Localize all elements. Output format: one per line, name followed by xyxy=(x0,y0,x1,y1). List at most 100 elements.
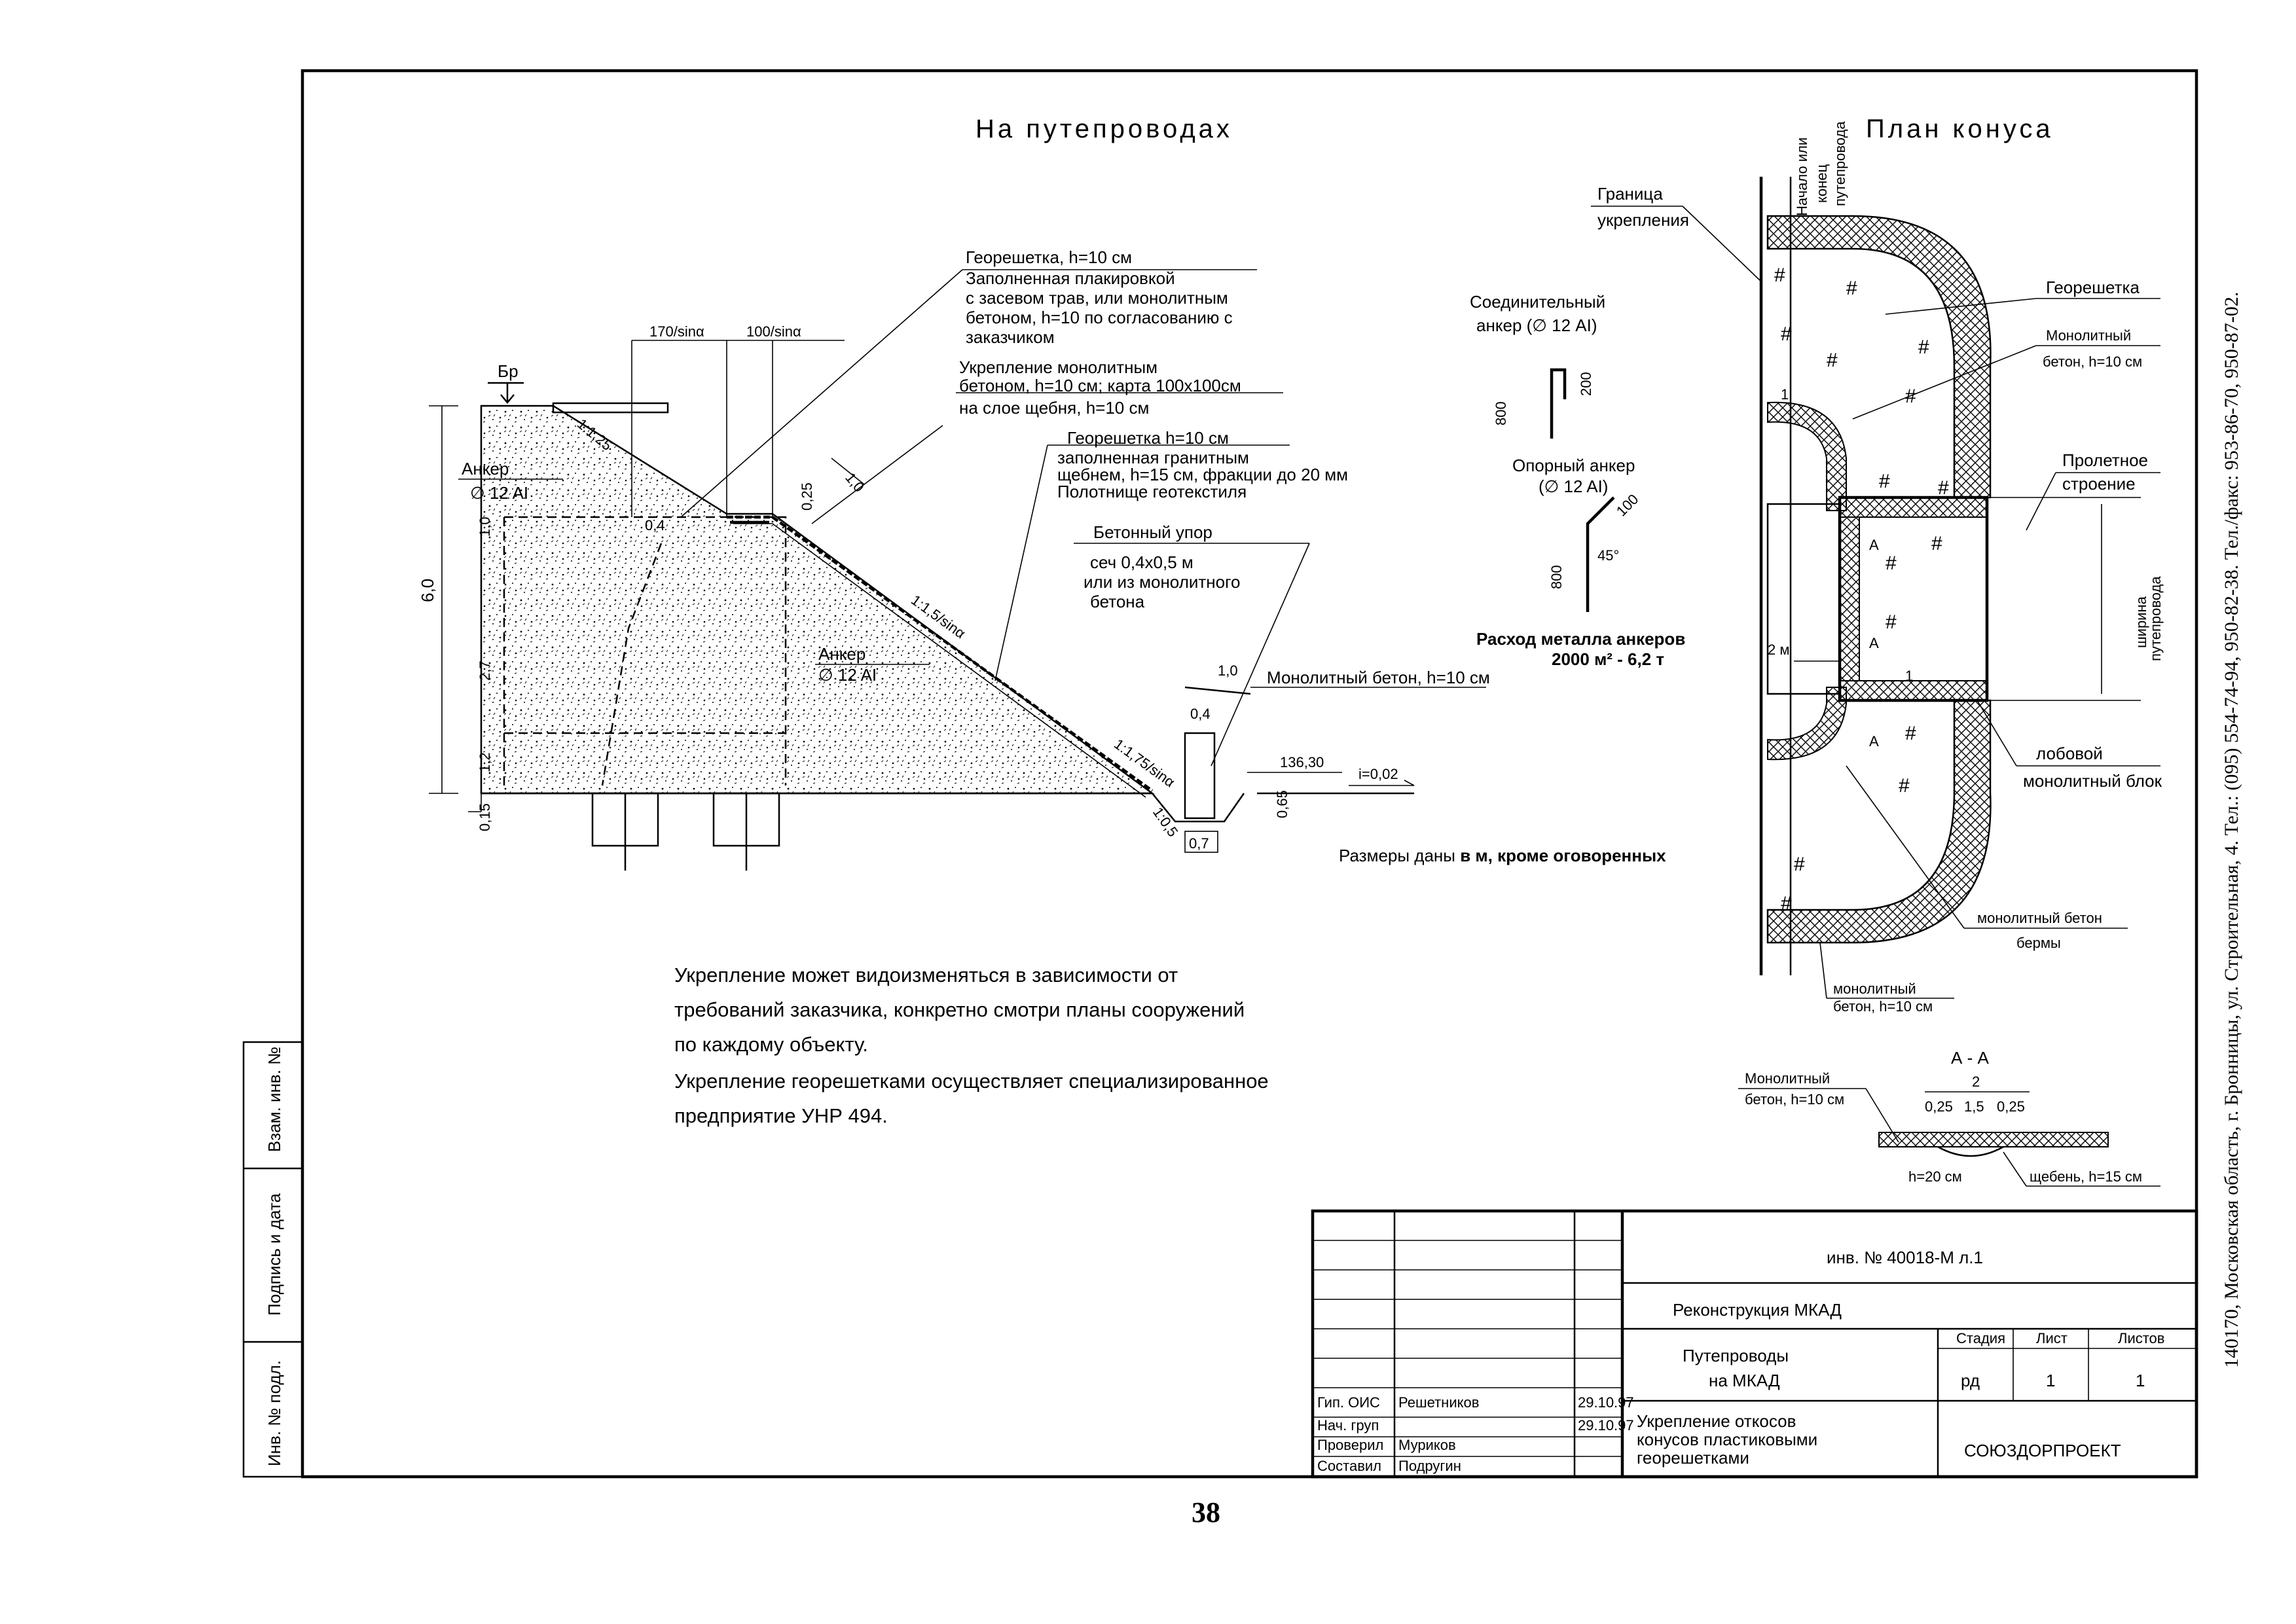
stamp-inv: Инв. № подл. xyxy=(264,1360,284,1466)
berm-1: монолитный бетон xyxy=(1977,910,2102,926)
connect-title-2: анкер (∅ 12 AI) xyxy=(1476,316,1597,335)
svg-text:#: # xyxy=(1781,323,1792,345)
note-5: предприятие УНР 494. xyxy=(674,1104,888,1127)
dim-100-sina: 100/sinα xyxy=(746,323,801,340)
tb-object-2: на МКАД xyxy=(1709,1371,1780,1390)
tb-name-1: Решетников xyxy=(1398,1394,1479,1411)
drawing-frame xyxy=(242,69,2198,1479)
slope-i: i=0,02 xyxy=(1358,766,1398,782)
svg-text:#: # xyxy=(1938,477,1949,499)
start-label-1: Начало или xyxy=(1794,137,1810,216)
dim-0-4-ditch: 0,4 xyxy=(1190,706,1211,722)
plan-georeshetka: Георешетка xyxy=(2046,278,2140,297)
plan-cone: План конуса Начало или конец путепровода… xyxy=(1591,115,2164,1015)
stamp-podpis: Подпись и дата xyxy=(264,1193,284,1316)
start-label-3: путепровода xyxy=(1832,121,1848,206)
anchor2-dia: ∅ 12 AI xyxy=(818,665,877,685)
dim-2-7: 2,7 xyxy=(477,660,493,681)
sizes-note: Размеры даны в м, кроме оговоренных xyxy=(1339,846,1666,865)
tb-name-4: Подругин xyxy=(1398,1458,1461,1474)
fill-note-3: бетоном, h=10 по согласованию с xyxy=(966,308,1233,327)
dim-1-2: 1,2 xyxy=(477,752,493,772)
svg-text:#: # xyxy=(1781,893,1792,914)
cone-lower xyxy=(1766,699,1992,944)
svg-text:#: # xyxy=(1899,775,1910,797)
fill-note-4: заказчиком xyxy=(966,327,1055,347)
aa-d15: 1,5 xyxy=(1964,1098,1984,1115)
tb-stage: рд xyxy=(1961,1371,1980,1390)
tb-lists: 1 xyxy=(2136,1371,2145,1390)
dim-1-0-left: 1,0 xyxy=(477,516,493,537)
upor-4: бетона xyxy=(1090,592,1145,611)
start-label-2: конец xyxy=(1813,164,1830,203)
monolit-bottom-2: бетон, h=10 см xyxy=(1833,998,1933,1015)
tb-role-3: Проверил xyxy=(1317,1437,1383,1453)
one-1: 1 xyxy=(1781,386,1789,403)
shirina-2: путепровода xyxy=(2147,576,2164,661)
note-3: по каждому объекту. xyxy=(674,1033,868,1056)
svg-text:#: # xyxy=(1931,533,1942,554)
tb-date-2: 29.10.97 xyxy=(1578,1417,1634,1434)
tb-list: 1 xyxy=(2046,1371,2055,1390)
cone-upper xyxy=(1766,215,1992,499)
stamp-vzam: Взам. инв. № xyxy=(264,1047,284,1152)
tb-lists-h: Листов xyxy=(2118,1330,2164,1346)
tb-list-h: Лист xyxy=(2036,1330,2068,1346)
sec-a-2: А xyxy=(1869,635,1879,651)
tb-role-2: Нач. груп xyxy=(1317,1417,1379,1434)
tb-object-1: Путепроводы xyxy=(1683,1346,1789,1365)
svg-text:#: # xyxy=(1879,471,1890,492)
cross-section: На путепроводах 6,0 1,0 2,7 1,2 xyxy=(418,115,1666,871)
tb-sheet-2: конусов пластиковыми xyxy=(1637,1430,1817,1449)
dim-0-25: 0,25 xyxy=(799,482,815,511)
svg-text:#: # xyxy=(1794,854,1805,875)
monolit-right-1: Монолитный xyxy=(2046,327,2131,344)
title-block: инв. № 40018-М л.1 Реконструкция МКАД Пу… xyxy=(1311,1209,2198,1479)
geogranit-2: заполненная гранитным xyxy=(1057,448,1249,467)
georeshetka-marks: ## ## ## ## ## ## ## # xyxy=(1774,264,1949,914)
section-aa: А - А Монолитный бетон, h=10 см 2 0,25 1… xyxy=(1738,1048,2160,1187)
aa-title: А - А xyxy=(1951,1048,1989,1068)
plan-title: План конуса xyxy=(1866,115,2054,143)
svg-text:#: # xyxy=(1905,386,1916,407)
support-100: 100 xyxy=(1613,491,1642,520)
page-number: 38 xyxy=(1192,1496,1220,1528)
consumption-1: Расход металла анкеров xyxy=(1476,629,1685,649)
tb-stage-h: Стадия xyxy=(1956,1330,2005,1346)
svg-text:#: # xyxy=(1846,278,1857,299)
upor-2: сеч 0,4х0,5 м xyxy=(1090,552,1194,572)
monolit-bottom-1: монолитный xyxy=(1833,981,1916,997)
dim-0-15: 0,15 xyxy=(477,803,493,831)
svg-text:#: # xyxy=(1918,336,1929,358)
dim-0-65: 0,65 xyxy=(1274,790,1290,818)
connect-200: 200 xyxy=(1578,372,1594,396)
ukreplenie-3: на слое щебня, h=10 см xyxy=(959,398,1149,418)
fill-note-1: Заполненная плакировкой xyxy=(966,268,1175,288)
lobovoy-1: лобовой xyxy=(2036,744,2103,763)
geogranit-4: Полотнище геотекстиля xyxy=(1057,482,1247,501)
support-800: 800 xyxy=(1548,565,1565,589)
tb-project: Реконструкция МКАД xyxy=(1673,1300,1842,1320)
support-title-2: (∅ 12 AI) xyxy=(1539,477,1608,496)
fill-note-2: с засевом трав, или монолитным xyxy=(966,288,1228,308)
tb-sheet-1: Укрепление откосов xyxy=(1637,1411,1796,1431)
br-label: Бр xyxy=(498,361,519,381)
proletnoe-1: Пролетное xyxy=(2062,450,2148,470)
aa-d025b: 0,25 xyxy=(1997,1098,2025,1115)
georeshetka-top: Георешетка, h=10 см xyxy=(966,247,1132,267)
dim-6-0: 6,0 xyxy=(418,579,437,602)
one-2: 1 xyxy=(1905,668,1913,684)
sec-a-1: А xyxy=(1869,537,1879,553)
aa-monolit-2: бетон, h=10 см xyxy=(1745,1091,1844,1108)
tb-date-1: 29.10.97 xyxy=(1578,1394,1634,1411)
notes: Укрепление может видоизменяться в зависи… xyxy=(674,964,1269,1127)
shirina-1: ширина xyxy=(2133,596,2149,648)
tb-role-1: Гип. ОИС xyxy=(1317,1394,1380,1411)
support-45: 45° xyxy=(1597,547,1619,564)
aa-h20: h=20 см xyxy=(1908,1168,1962,1185)
side-stamp: Взам. инв. № Подпись и дата Инв. № подл. xyxy=(264,1047,284,1466)
note-2: требований заказчика, конкретно смотри п… xyxy=(674,998,1245,1021)
proletnoe-2: строение xyxy=(2062,474,2136,494)
svg-text:#: # xyxy=(1886,552,1897,574)
svg-text:#: # xyxy=(1774,264,1785,286)
